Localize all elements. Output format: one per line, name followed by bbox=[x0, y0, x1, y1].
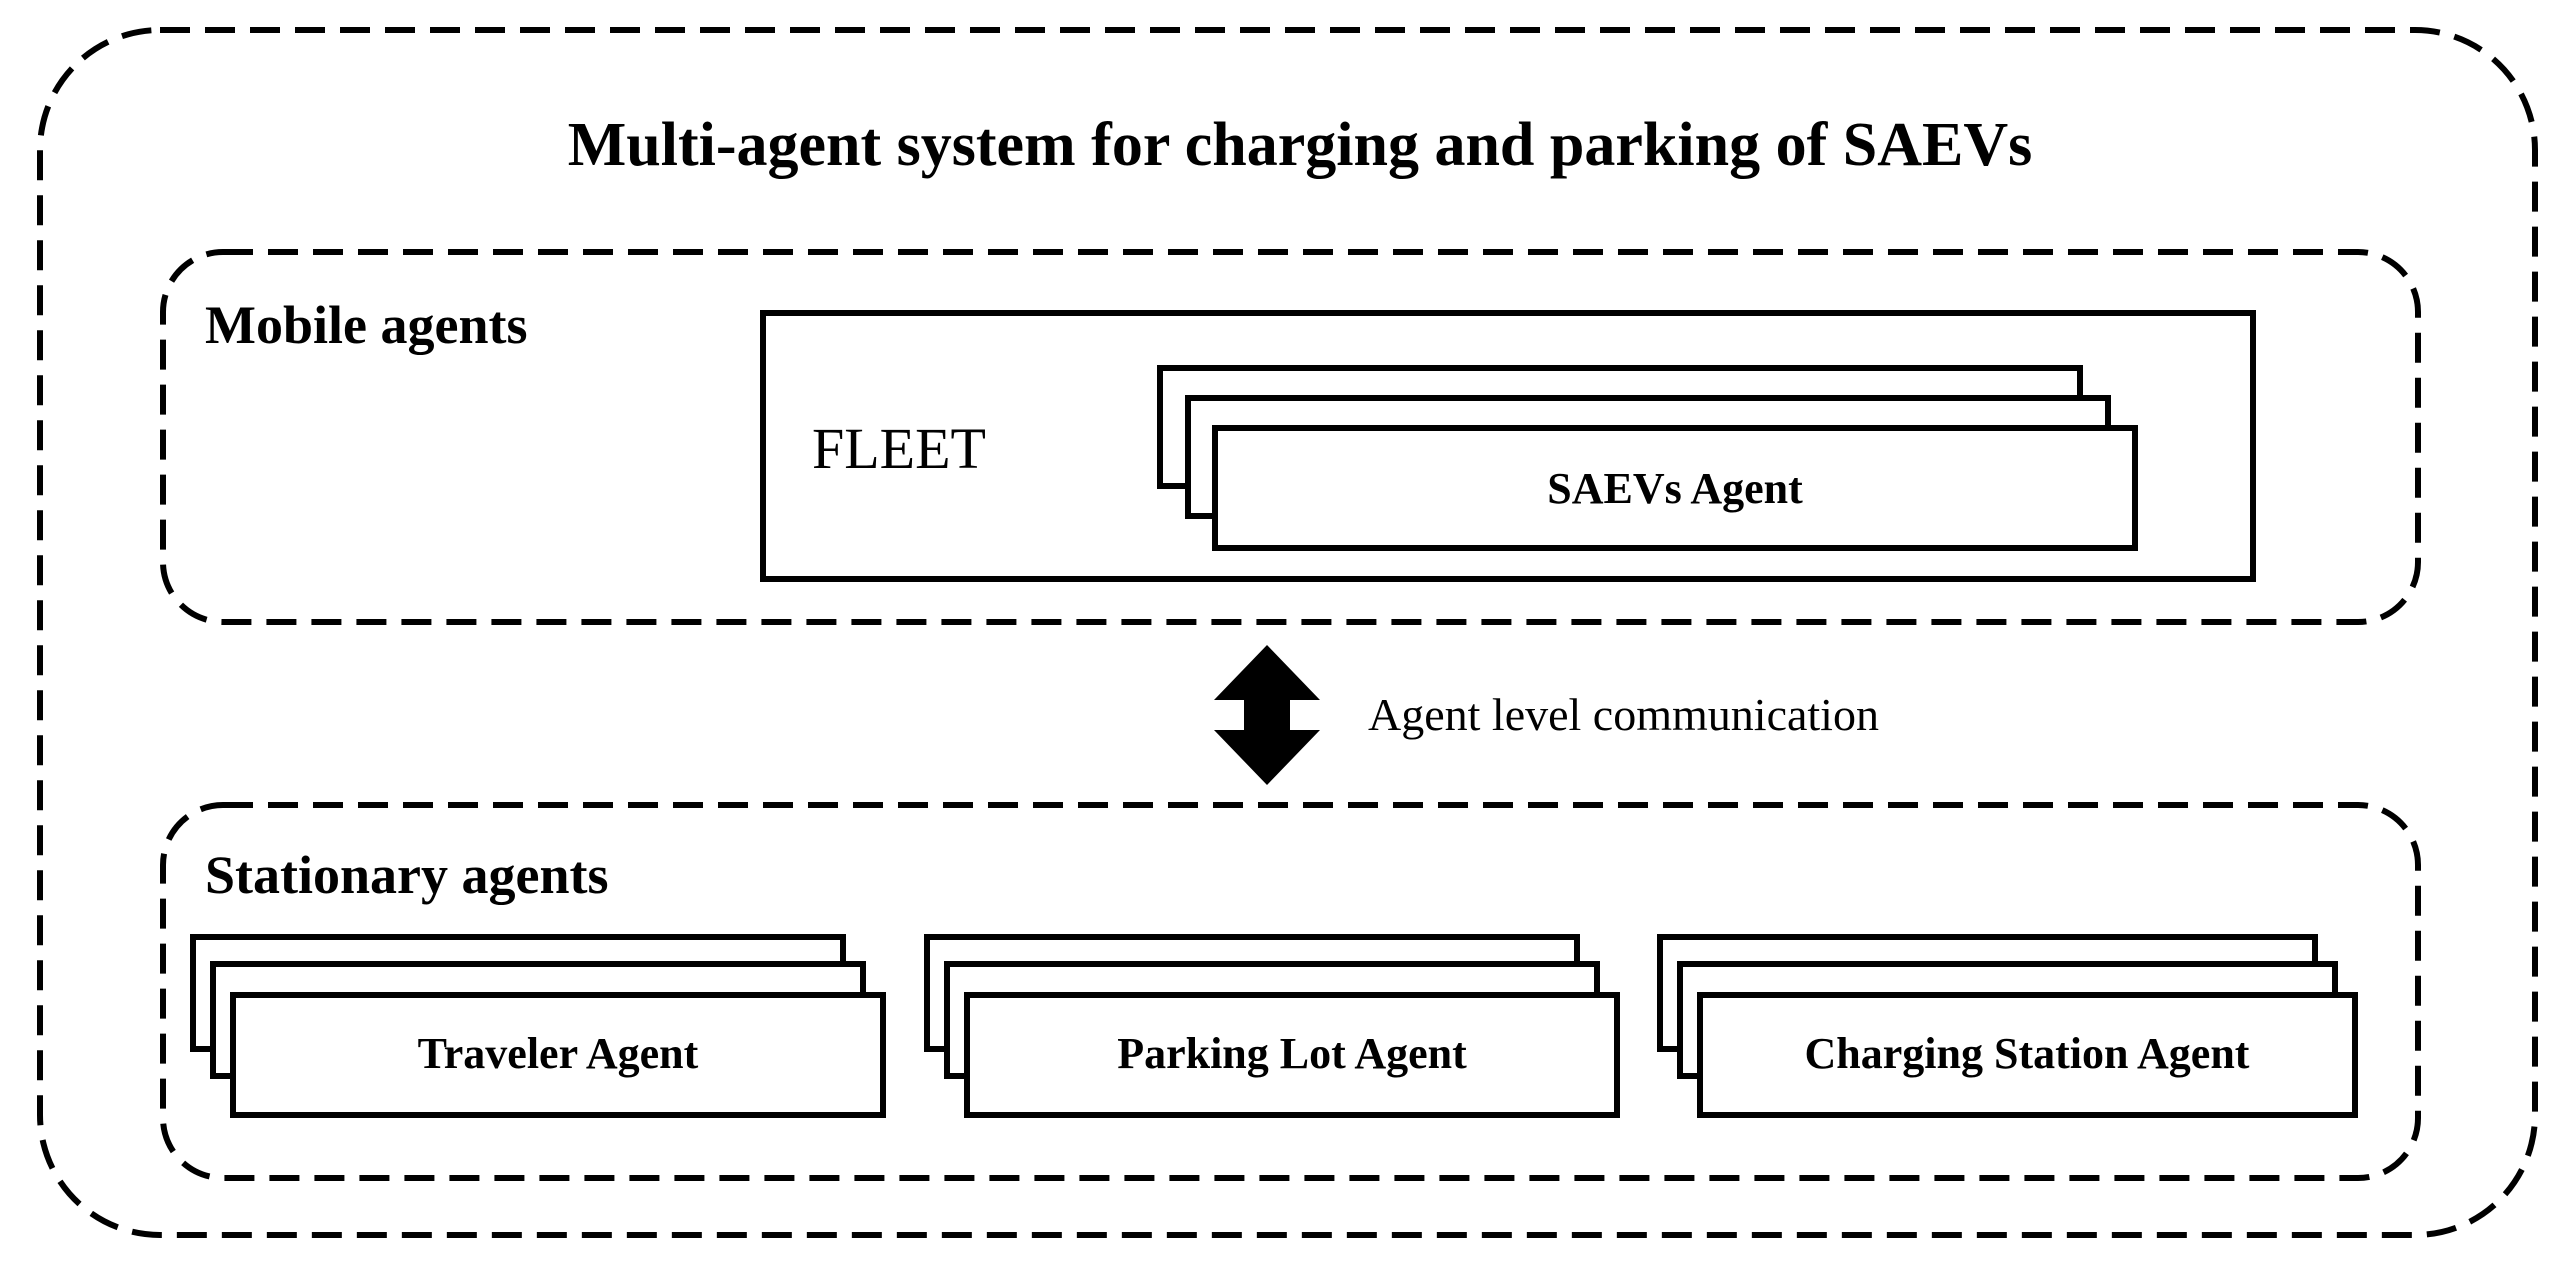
charging-station-agent-label: Charging Station Agent bbox=[1805, 1029, 2250, 1078]
bidirectional-arrow-icon bbox=[1214, 645, 1320, 785]
communication-label: Agent level communication bbox=[1368, 689, 1879, 740]
parking-lot-agent-card bbox=[964, 992, 1620, 1118]
saev-agent-stack: SAEVs Agent bbox=[1157, 365, 2138, 551]
traveler-agent-label: Traveler Agent bbox=[418, 1029, 699, 1078]
charging-station-agent-card bbox=[1697, 992, 2358, 1118]
outer-system-frame bbox=[37, 27, 2538, 1238]
mobile-agents-frame bbox=[160, 249, 2421, 625]
stationary-agents-heading: Stationary agents bbox=[205, 845, 609, 905]
stationary-agents-frame bbox=[160, 802, 2421, 1181]
traveler-agent-card bbox=[230, 992, 886, 1118]
mobile-agents-heading: Mobile agents bbox=[205, 295, 527, 355]
parking-lot-agent-label: Parking Lot Agent bbox=[1117, 1029, 1467, 1078]
saev-agent-card bbox=[1212, 425, 2138, 551]
parking-lot-agent-stack: Parking Lot Agent bbox=[924, 934, 1620, 1118]
traveler-agent-stack: Traveler Agent bbox=[190, 934, 886, 1118]
charging-station-agent-stack: Charging Station Agent bbox=[1657, 934, 2358, 1118]
saev-agent-label: SAEVs Agent bbox=[1547, 464, 1803, 513]
fleet-label: FLEET bbox=[812, 416, 986, 481]
system-title: Multi-agent system for charging and park… bbox=[568, 111, 2033, 179]
